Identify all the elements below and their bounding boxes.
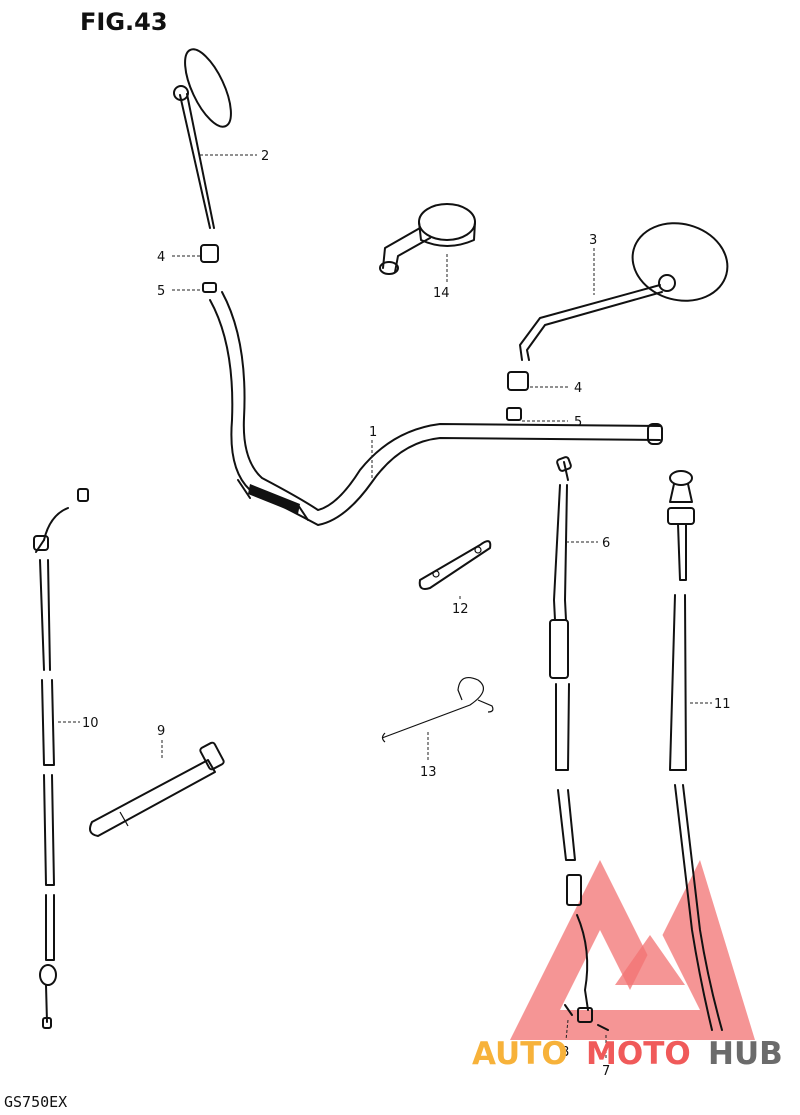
handlebar (209, 291, 663, 526)
callout-8: 8 (561, 1045, 569, 1060)
cable-left (33, 488, 89, 1029)
callout-7: 7 (602, 1064, 610, 1079)
callout-14: 14 (433, 286, 450, 301)
wire-clamp (381, 677, 494, 743)
cable-throttle (549, 456, 589, 1011)
callout-4-right: 4 (574, 381, 582, 396)
bracket (418, 540, 492, 590)
fig-title: FIG.43 (80, 8, 168, 36)
cable-strap (89, 741, 225, 837)
meter-fitting (379, 203, 476, 275)
callout-11: 11 (714, 697, 731, 712)
mirror-left (173, 48, 232, 293)
mirror-right (506, 222, 729, 421)
callout-2: 2 (261, 149, 269, 164)
watermark-text: AUTO MOTO HUB (472, 1036, 783, 1072)
watermark-logo (510, 860, 755, 1040)
callout-6: 6 (602, 536, 610, 551)
callout-10: 10 (82, 716, 99, 731)
cable-choke (667, 470, 723, 1031)
callout-5-right: 5 (574, 415, 582, 430)
callout-3: 3 (589, 233, 597, 248)
callout-1: 1 (369, 425, 377, 440)
callout-numbers: 1 2 3 4 5 4 5 6 7 8 9 10 11 12 13 14 (82, 149, 731, 1079)
callout-4-left: 4 (157, 250, 165, 265)
watermark-moto: MOTO (586, 1036, 691, 1072)
model-code: GS750EX (4, 1093, 68, 1111)
watermark-auto: AUTO (472, 1036, 568, 1072)
leader-lines (58, 154, 712, 1060)
callout-9: 9 (157, 724, 165, 739)
callout-12: 12 (452, 602, 469, 617)
watermark-hub: HUB (708, 1036, 783, 1072)
adjuster-bolts (564, 1004, 609, 1031)
callout-13: 13 (420, 765, 437, 780)
callout-5-left: 5 (157, 284, 165, 299)
